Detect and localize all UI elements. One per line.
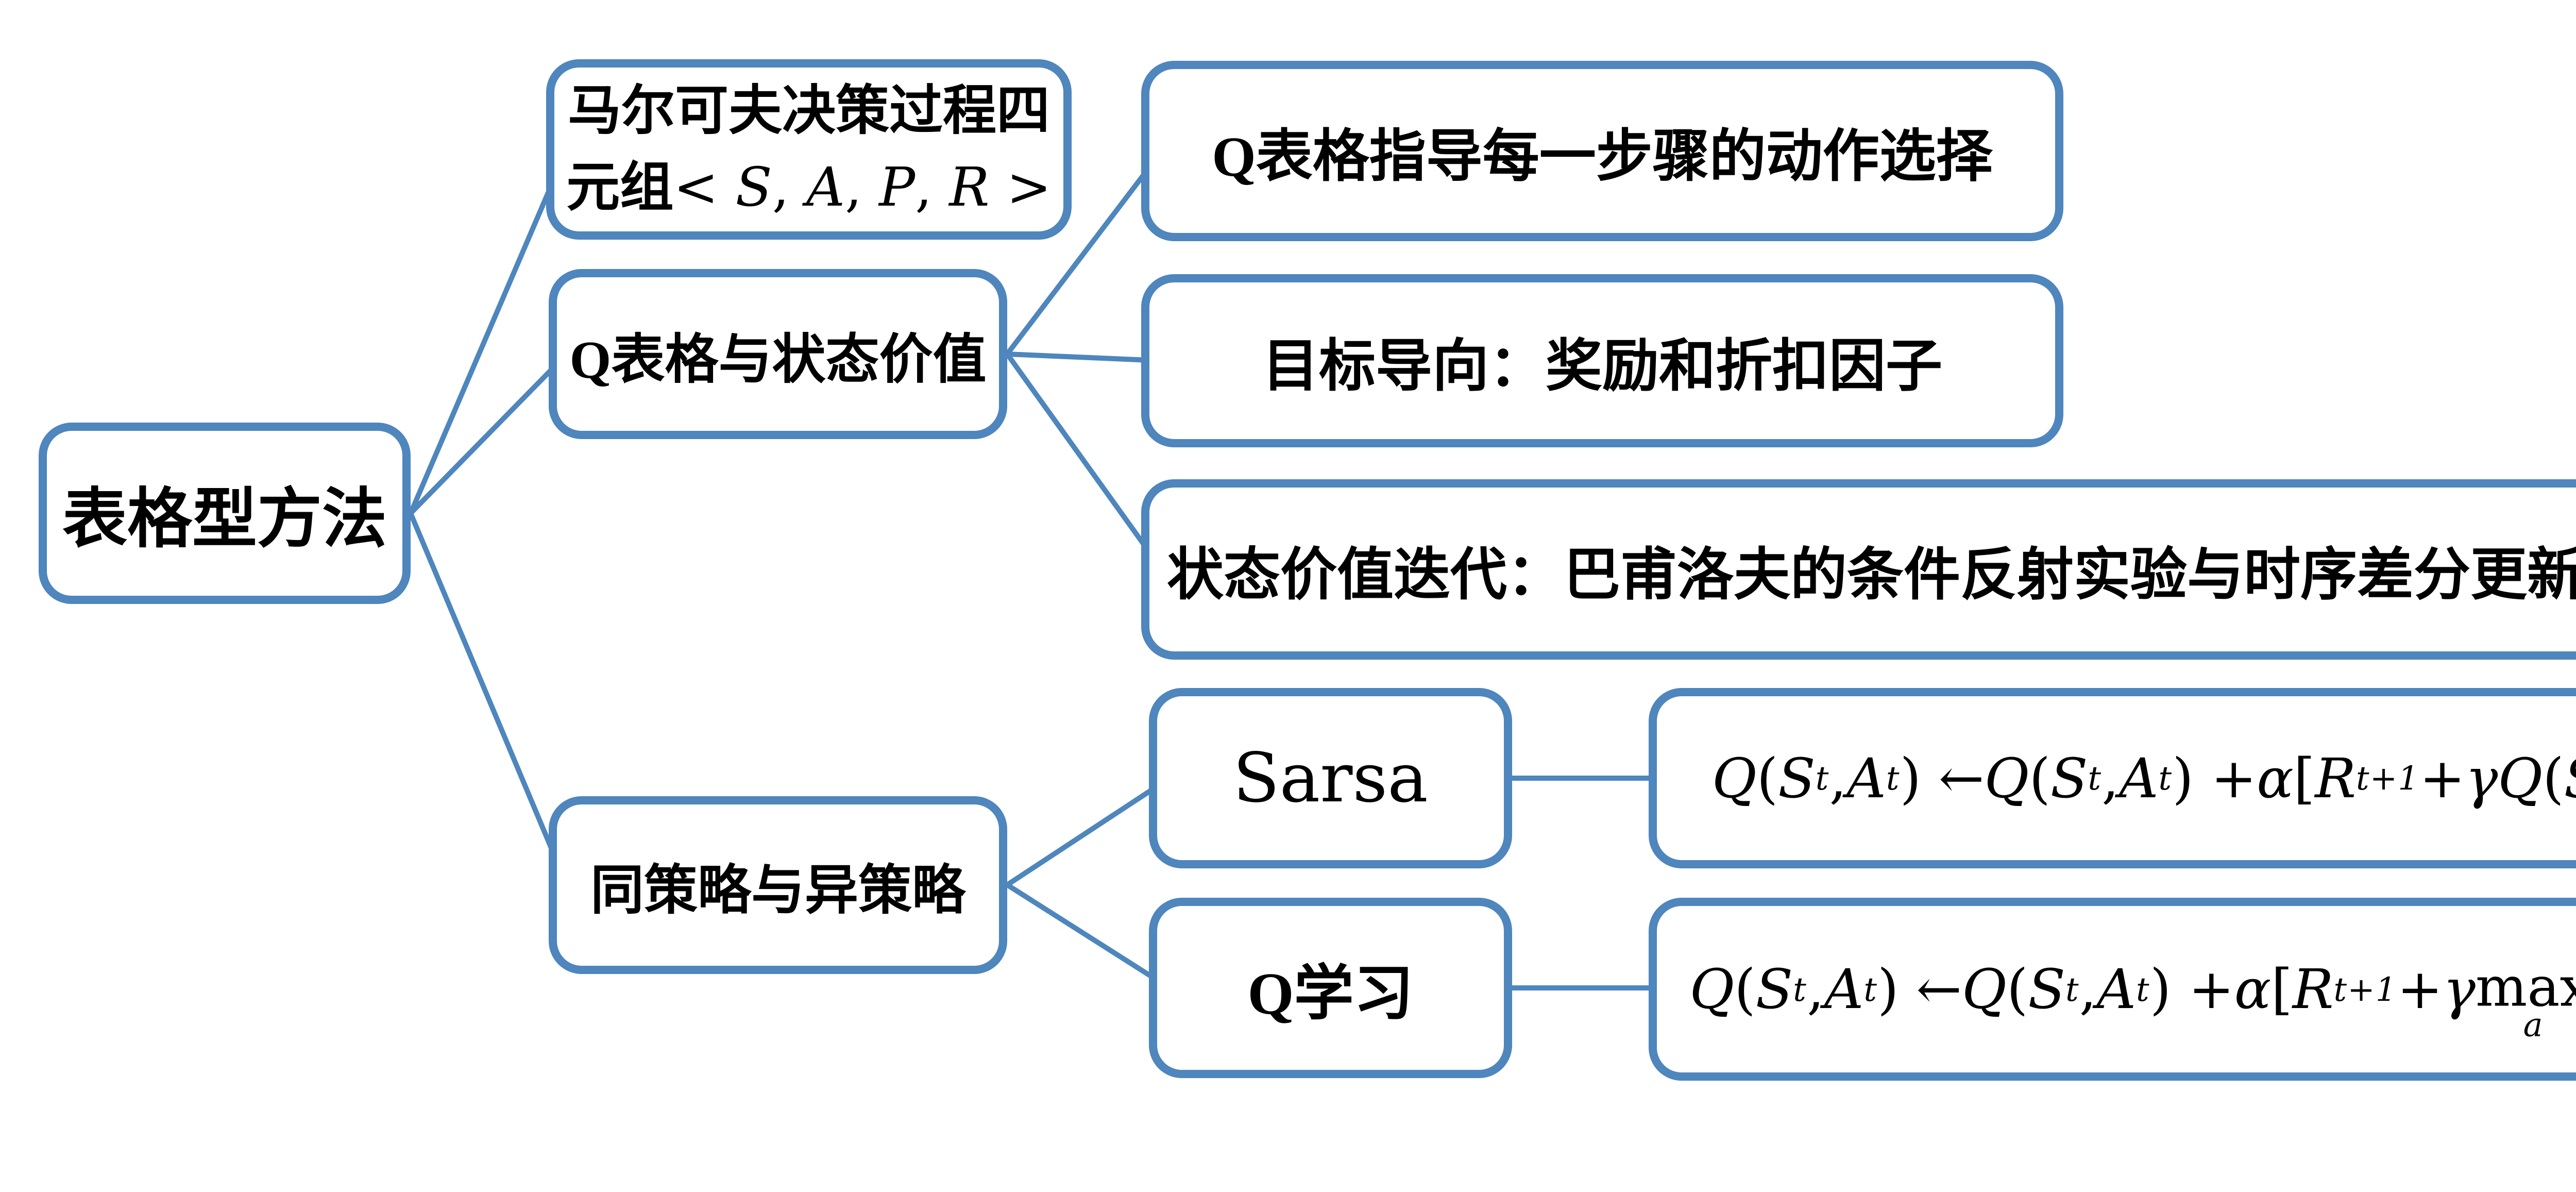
node-root: 表格型方法 — [39, 423, 411, 604]
connector-policy-sarsa — [1005, 776, 1172, 887]
node-leaf-value-iteration-label: 状态价值迭代：巴甫洛夫的条件反射实验与时序差分更新 — [1167, 544, 2576, 607]
connector-qtable-value — [1005, 351, 1164, 572]
node-leaf-goal-oriented-label: 目标导向：奖励和折扣因子 — [1262, 335, 1942, 398]
node-qlearning-label: Q学习 — [1247, 961, 1414, 1027]
markov-line1: 马尔可夫决策过程四 — [567, 81, 1050, 141]
node-leaf-value-iteration: 状态价值迭代：巴甫洛夫的条件反射实验与时序差分更新 — [1141, 479, 2576, 660]
connector-qtable-goal — [1005, 351, 1164, 363]
node-sarsa-label: Sarsa — [1233, 738, 1428, 818]
node-sarsa-update-formula: Q(St, At) ← Q(St, At) + α[Rt+1 + γQ(St+1… — [1649, 688, 2576, 868]
node-leaf-action-selection: Q表格指导每一步骤的动作选择 — [1141, 61, 2063, 241]
connector-policy-qlearning — [1005, 882, 1172, 990]
connector-root-markov — [408, 147, 569, 516]
node-root-label: 表格型方法 — [62, 484, 387, 556]
node-leaf-action-selection-label: Q表格指导每一步骤的动作选择 — [1212, 125, 1993, 188]
node-qlearning: Q学习 — [1149, 898, 1512, 1078]
connector-root-qtable — [408, 351, 569, 516]
markov-line2-formula: 元组< S, A, P, R > — [566, 155, 1052, 219]
node-qtable-statevalue-label: Q表格与状态价值 — [569, 330, 987, 390]
node-markov-tuple: 马尔可夫决策过程四 元组< S, A, P, R > — [546, 59, 1072, 240]
node-sarsa: Sarsa — [1149, 688, 1512, 868]
node-onpolicy-offpolicy-label: 同策略与异策略 — [590, 861, 965, 920]
node-leaf-goal-oriented: 目标导向：奖励和折扣因子 — [1141, 274, 2063, 447]
connector-qtable-action — [1005, 148, 1164, 357]
node-markov-tuple-label: 马尔可夫决策过程四 元组< S, A, P, R > — [566, 73, 1051, 226]
connector-root-policy — [408, 511, 569, 887]
node-onpolicy-offpolicy: 同策略与异策略 — [549, 796, 1007, 974]
node-qtable-statevalue: Q表格与状态价值 — [549, 269, 1007, 439]
